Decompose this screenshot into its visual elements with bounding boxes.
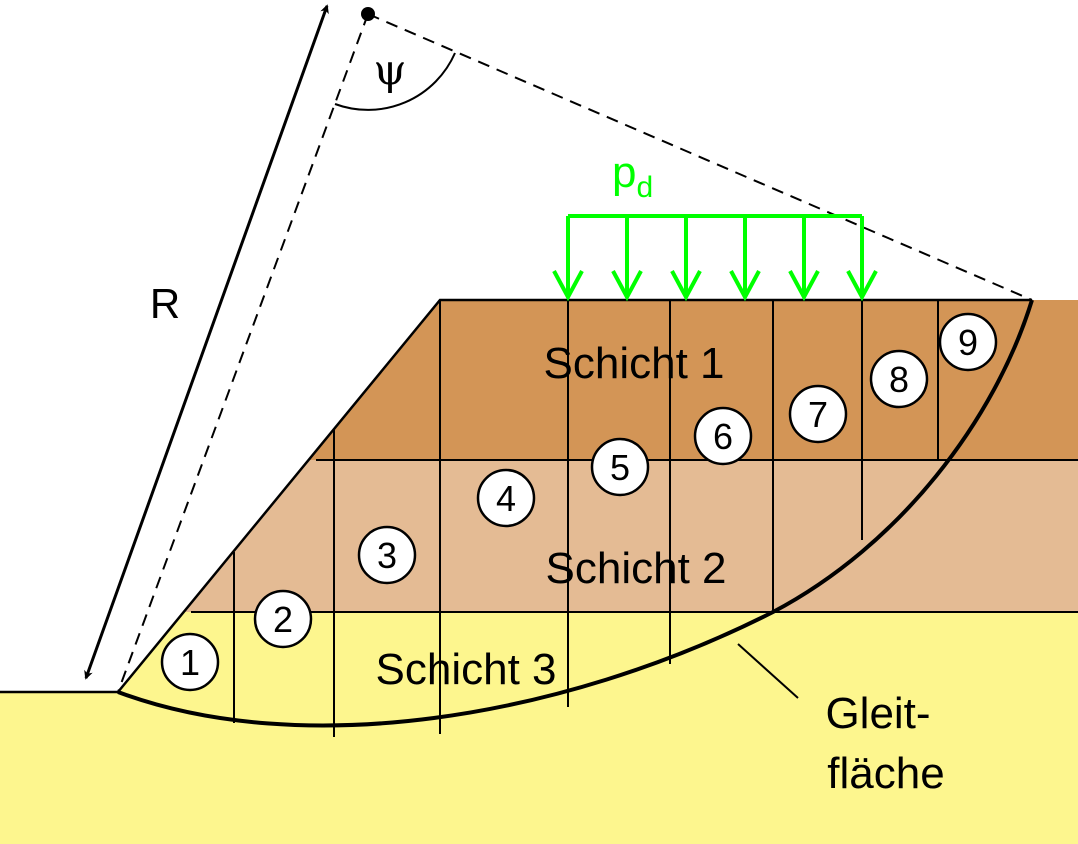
distributed-load bbox=[552, 214, 878, 302]
slice-marker-8: 8 bbox=[869, 349, 929, 409]
slice-marker-3: 3 bbox=[357, 525, 417, 585]
slip-surface bbox=[117, 299, 1034, 728]
load-arrowhead-2 bbox=[611, 270, 643, 302]
slice-marker-1: 1 bbox=[160, 632, 220, 692]
load-arrowhead-4 bbox=[729, 270, 761, 302]
load-arrowhead-6 bbox=[846, 270, 878, 302]
svg-text:2: 2 bbox=[273, 599, 293, 640]
svg-text:1: 1 bbox=[180, 642, 200, 683]
slice-marker-7: 7 bbox=[788, 384, 848, 444]
svg-text:3: 3 bbox=[377, 535, 397, 576]
slice-marker-9: 9 bbox=[938, 312, 998, 372]
svg-text:6: 6 bbox=[713, 416, 733, 457]
svg-text:8: 8 bbox=[889, 359, 909, 400]
svg-text:7: 7 bbox=[808, 394, 828, 435]
layer-3-label: Schicht 3 bbox=[376, 645, 557, 694]
svg-text:4: 4 bbox=[496, 478, 516, 519]
slice-marker-5: 5 bbox=[590, 437, 650, 497]
slice-marker-6: 6 bbox=[693, 406, 753, 466]
angle-label: ψ bbox=[374, 45, 407, 94]
radius-arrow bbox=[84, 4, 329, 680]
layer-1-label: Schicht 1 bbox=[544, 339, 725, 388]
layer-2-label: Schicht 2 bbox=[546, 544, 727, 593]
slip-surface-label-line2: fläche bbox=[827, 749, 944, 798]
load-arrowhead-3 bbox=[670, 270, 702, 302]
load-label: pd bbox=[612, 148, 653, 204]
angle-arc bbox=[334, 52, 456, 111]
slip-surface-leader bbox=[737, 643, 799, 699]
load-arrowhead-1 bbox=[552, 270, 584, 302]
svg-text:5: 5 bbox=[610, 447, 630, 488]
layer-2-area bbox=[0, 460, 1078, 612]
slice-marker-2: 2 bbox=[253, 589, 313, 649]
svg-text:9: 9 bbox=[958, 322, 978, 363]
slip-circle-center bbox=[361, 7, 375, 21]
slip-surface-label-line1: Gleit- bbox=[825, 689, 930, 738]
slice-markers: 1 2 3 4 5 6 7 8 9 bbox=[160, 312, 998, 692]
slice-marker-4: 4 bbox=[476, 468, 536, 528]
radius-label: R bbox=[150, 280, 180, 327]
load-arrowhead-5 bbox=[788, 270, 820, 302]
